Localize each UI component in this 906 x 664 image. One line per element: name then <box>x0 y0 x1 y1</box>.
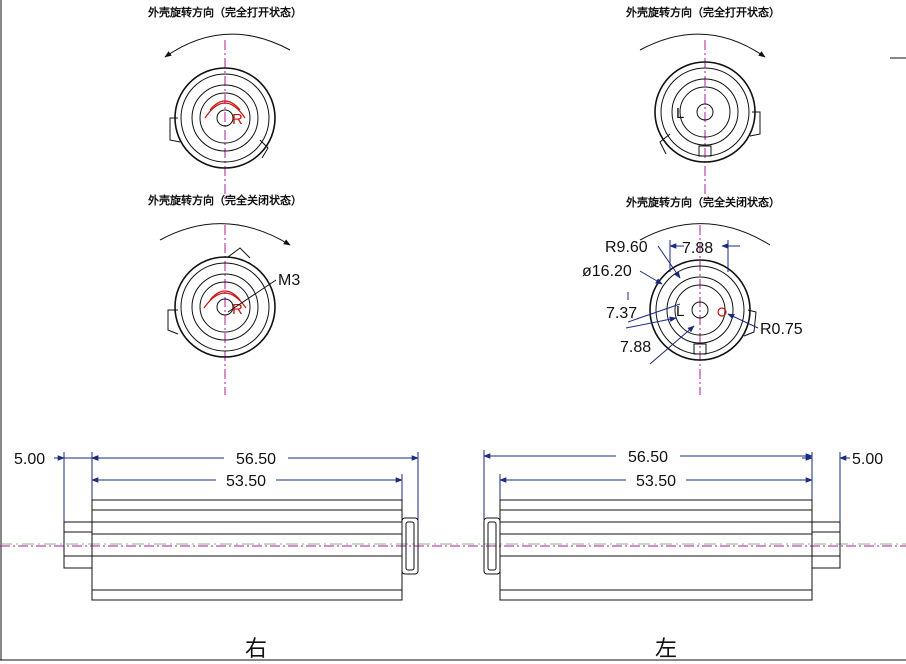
outer-housing-circle <box>174 256 276 358</box>
key-slot <box>693 343 707 355</box>
view-mid-left-closed: 外壳旋转方向（完全关闭状态） R M3 <box>147 193 302 395</box>
knob-circle <box>666 276 734 344</box>
view-mid-right-closed: 外壳旋转方向（完全关闭状态） L R9.60 7.88 ø16.20 7.37 … <box>582 195 803 395</box>
rotation-arrow-ccw <box>164 33 291 58</box>
knob-inner-circle <box>199 92 251 144</box>
shaft-hole <box>696 103 714 121</box>
dim-body-right: 53.50 <box>636 473 676 490</box>
dim-radius-outer: R9.60 <box>605 239 648 256</box>
side-view-left: 56.50 53.50 5.00 左 <box>483 446 883 662</box>
knob-circle <box>191 273 259 341</box>
red-indicator-arc <box>209 100 241 111</box>
knob-circle <box>191 84 259 152</box>
marker-r-top: R <box>232 111 243 128</box>
leader-r960 <box>657 245 681 279</box>
marker-l-top: L <box>676 105 684 122</box>
red-indicator-arc-outer <box>204 102 246 119</box>
marker-r-mid: R <box>232 301 243 318</box>
dim-radius-small: R0.75 <box>760 321 803 338</box>
end-cap <box>811 521 841 569</box>
dim-thread-m3: M3 <box>278 272 300 289</box>
rotation-arrow-cw <box>159 223 291 246</box>
body-tube <box>499 499 813 601</box>
dim-width-top: 7.88 <box>682 240 713 257</box>
red-indicator-arc-outer <box>203 292 247 309</box>
leader-788-bottom <box>649 325 695 365</box>
dim-width-mid: 7.37 <box>606 305 637 322</box>
knob-end <box>483 517 501 575</box>
dim-overall-right: 56.50 <box>628 449 668 466</box>
knob-inner-circle <box>679 86 731 138</box>
dim-cap-length-left: 5.00 <box>14 451 45 468</box>
leader-737 <box>627 303 681 323</box>
dim-overall-left: 56.50 <box>236 451 276 468</box>
caption-top-left: 外壳旋转方向（完全打开状态） <box>147 5 302 19</box>
label-left-view: 左 <box>655 637 677 662</box>
shaft-hole <box>216 109 234 127</box>
dim-body-left: 53.50 <box>226 473 266 490</box>
knob-end-inner <box>405 521 415 571</box>
dim-bg <box>224 448 288 466</box>
housing-tab-top <box>227 247 251 259</box>
dim-bg <box>216 470 276 488</box>
housing-inner-circle <box>180 73 270 163</box>
end-cap <box>63 521 93 569</box>
dim-cap-length-right: 5.00 <box>852 451 883 468</box>
knob-end <box>401 517 419 575</box>
view-top-right-open: 外壳旋转方向（完全打开状态） L <box>625 5 780 200</box>
caption-mid-left: 外壳旋转方向（完全关闭状态） <box>147 193 302 207</box>
housing-tab-left <box>169 117 181 143</box>
small-hole-r075 <box>717 307 727 317</box>
knob-inner-circle <box>199 281 251 333</box>
rotation-arrow-cw <box>639 33 766 58</box>
knob-circle <box>671 78 739 146</box>
shaft-hole <box>216 298 234 316</box>
caption-mid-right: 外壳旋转方向（完全关闭状态） <box>625 195 780 209</box>
housing-tab-right <box>749 111 761 137</box>
knob-end-inner <box>487 521 497 571</box>
housing-tab-left <box>659 133 671 155</box>
dim-diameter: ø16.20 <box>582 263 632 280</box>
red-indicator-arc <box>209 290 241 301</box>
leader-r075 <box>727 313 759 329</box>
shaft-hole <box>691 301 709 319</box>
dim-width-bottom: 7.88 <box>620 339 651 356</box>
side-view-right: 5.00 56.50 53.50 右 <box>14 448 419 662</box>
marker-l-mid: L <box>676 303 684 320</box>
housing-tab-right <box>743 309 757 337</box>
housing-tab-left <box>167 309 179 335</box>
leader-m3 <box>227 279 277 313</box>
body-tube <box>91 499 403 601</box>
housing-tab-right <box>259 139 269 159</box>
housing-inner-circle <box>180 262 270 352</box>
rotation-arc <box>639 223 771 246</box>
label-right-view: 右 <box>245 637 267 662</box>
caption-top-right: 外壳旋转方向（完全打开状态） <box>625 5 780 19</box>
view-top-left-open: 外壳旋转方向（完全打开状态） R <box>147 5 302 200</box>
key-slot <box>698 145 712 157</box>
leader-diameter <box>639 270 663 285</box>
dim-bg <box>616 446 680 464</box>
dim-bg <box>626 470 686 488</box>
arrow-737 <box>625 316 677 329</box>
